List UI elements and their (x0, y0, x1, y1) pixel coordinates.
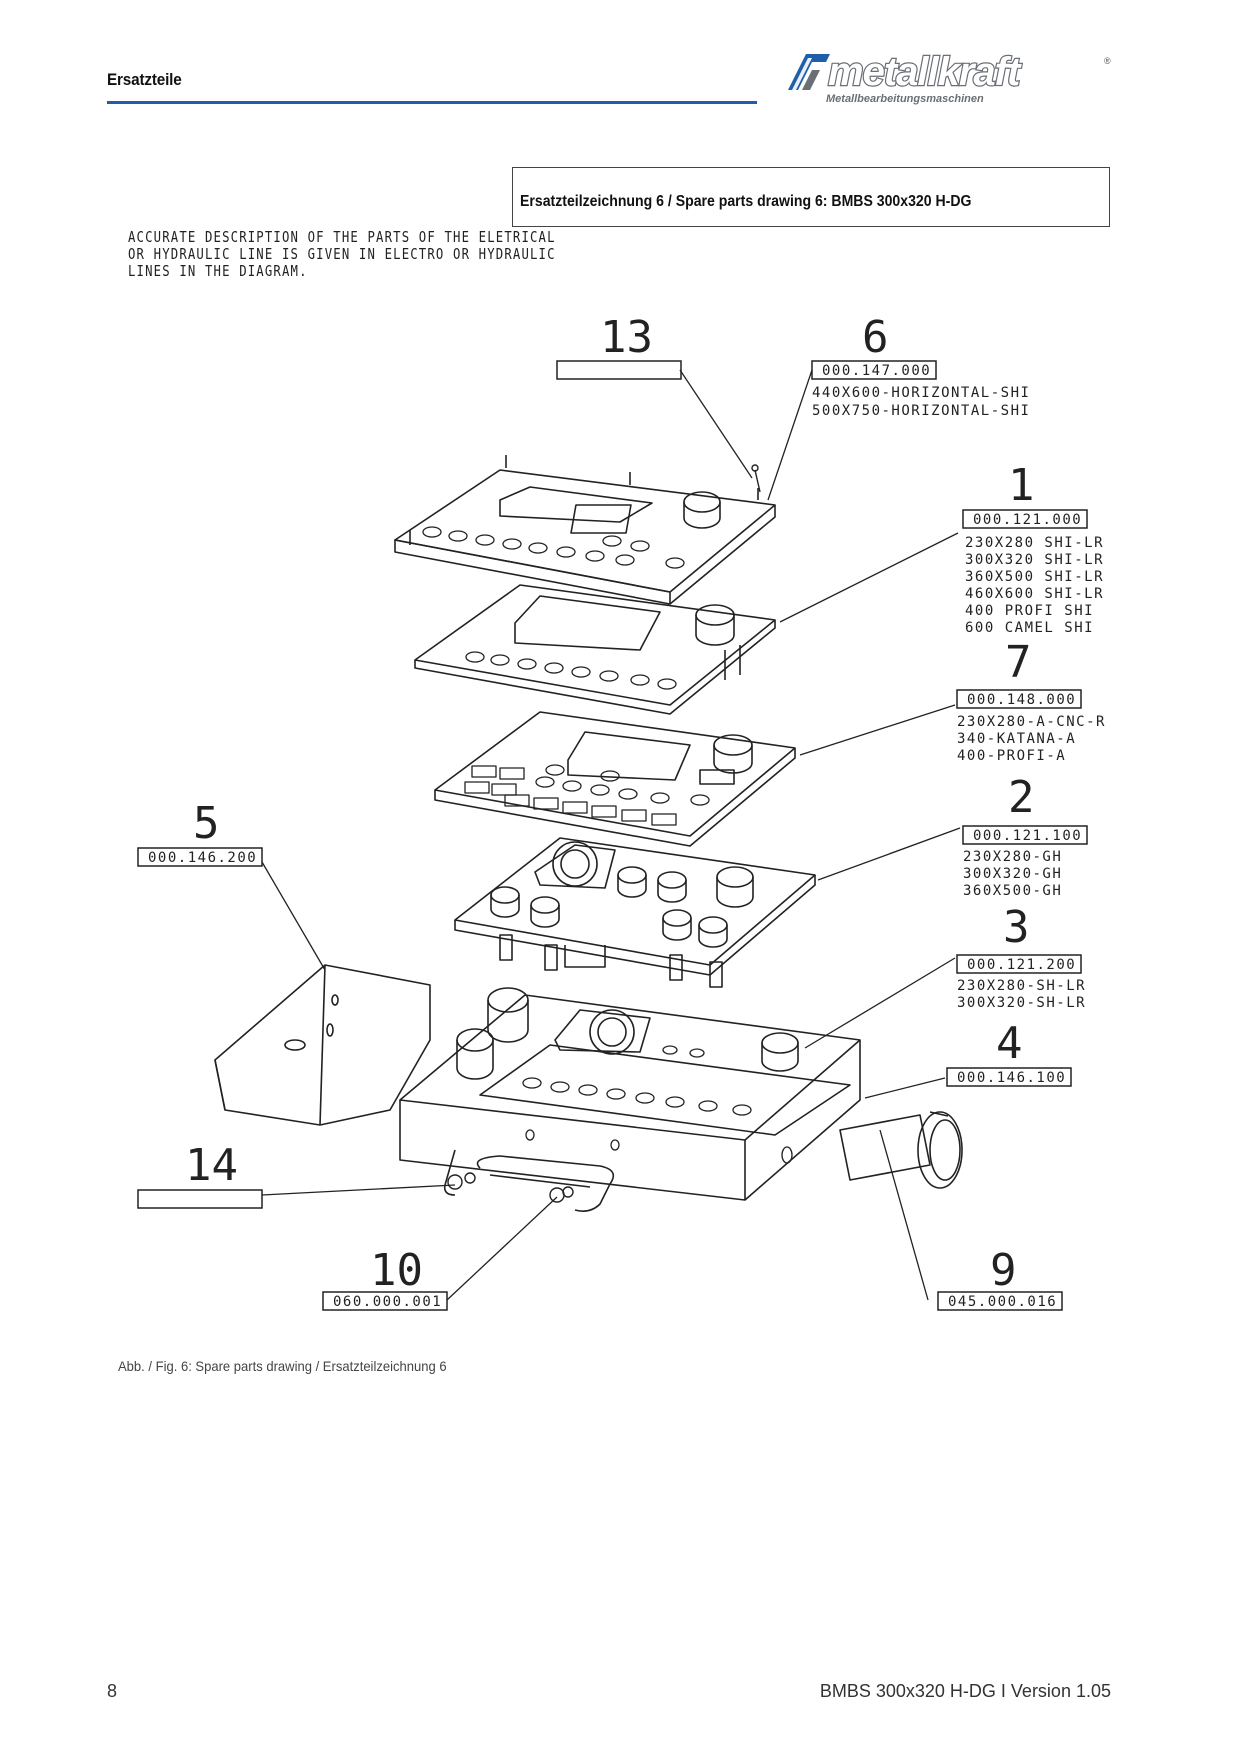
part-fasteners (447, 1172, 574, 1203)
part-housing (399, 987, 861, 1212)
callout-number-6: 6 (862, 312, 889, 363)
section-title: Ersatzteile (107, 70, 182, 89)
logo-wordmark: metallkraft (827, 49, 1022, 95)
part-motor (839, 1111, 963, 1189)
part-number-4: 000.146.100 (957, 1070, 1066, 1086)
logo-tagline: Metallbearbeitungsmaschinen (826, 93, 984, 105)
callout-number-4: 4 (996, 1018, 1023, 1069)
variant-text: 300X320-GH (963, 866, 1062, 882)
variant-text: 300X320-SH-LR (957, 995, 1086, 1011)
callout-number-3: 3 (1003, 902, 1030, 953)
variant-text: 400-PROFI-A (957, 748, 1066, 764)
callout-number-5: 5 (193, 798, 220, 849)
variant-text: 230X280 SHI-LR (965, 535, 1104, 551)
part-panel-7 (434, 711, 796, 847)
variant-text: 600 CAMEL SHI (965, 620, 1094, 636)
variant-text: 230X280-GH (963, 849, 1062, 865)
part-number-2: 000.121.100 (973, 828, 1082, 844)
part-box-10 (322, 1291, 448, 1311)
part-box-9 (937, 1291, 1063, 1311)
variant-text: 440X600-HORIZONTAL-SHI (812, 385, 1030, 401)
callout-number-1: 1 (1008, 460, 1035, 511)
part-number-7: 000.148.000 (967, 692, 1076, 708)
callout-number-7: 7 (1005, 637, 1032, 688)
drawing-title-box: Ersatzteilzeichnung 6 / Spare parts draw… (512, 167, 1110, 227)
page-number: 8 (107, 1681, 118, 1701)
drawing-note-line: LINES IN THE DIAGRAM. (128, 262, 308, 280)
part-number-1: 000.121.000 (973, 512, 1082, 528)
part-box-1 (962, 509, 1088, 529)
part-panel-2 (454, 837, 816, 988)
part-box-3 (956, 954, 1082, 974)
callout-number-13: 13 (600, 312, 653, 363)
callout-number-14: 14 (185, 1140, 238, 1191)
part-side-cover (214, 964, 431, 1126)
header-rule (107, 101, 757, 104)
logo-registered-mark: ® (1104, 56, 1111, 66)
drawing-note-line: OR HYDRAULIC LINE IS GIVEN IN ELECTRO OR… (128, 245, 556, 263)
metallkraft-logo: metallkraft ® Metallbearbeitungsmaschine… (786, 49, 1112, 110)
variant-text: 230X280-SH-LR (957, 978, 1086, 994)
part-box-7 (956, 689, 1082, 709)
variant-text: 340-KATANA-A (957, 731, 1076, 747)
callout-number-2: 2 (1008, 772, 1035, 823)
part-number-3: 000.121.200 (967, 957, 1076, 973)
part-number-6: 000.147.000 (822, 363, 931, 379)
part-box-13 (556, 360, 682, 380)
logo-mark-icon (788, 54, 830, 90)
document-version: BMBS 300x320 H-DG I Version 1.05 (819, 1681, 1111, 1701)
part-number-5: 000.146.200 (148, 850, 257, 866)
drawing-title: Ersatzteilzeichnung 6 / Spare parts draw… (520, 193, 972, 210)
part-number-9: 045.000.016 (948, 1294, 1057, 1310)
variant-text: 230X280-A-CNC-R (957, 714, 1106, 730)
drawing-note-line: ACCURATE DESCRIPTION OF THE PARTS OF THE… (128, 228, 556, 246)
part-number-10: 060.000.001 (333, 1294, 442, 1310)
callout-number-9: 9 (990, 1245, 1017, 1296)
part-box-2 (962, 825, 1088, 845)
variant-text: 500X750-HORIZONTAL-SHI (812, 403, 1030, 419)
variant-text: 300X320 SHI-LR (965, 552, 1104, 568)
part-box-4 (946, 1067, 1072, 1087)
variant-text: 360X500 SHI-LR (965, 569, 1104, 585)
part-cover-panel (394, 455, 776, 605)
callout-number-10: 10 (370, 1245, 423, 1296)
variant-text: 460X600 SHI-LR (965, 586, 1104, 602)
part-panel-1 (414, 584, 776, 715)
variant-text: 400 PROFI SHI (965, 603, 1094, 619)
part-box-6 (811, 360, 937, 380)
part-box-14 (137, 1189, 263, 1209)
figure-caption: Abb. / Fig. 6: Spare parts drawing / Ers… (118, 1358, 447, 1374)
variant-text: 360X500-GH (963, 883, 1062, 899)
part-box-5 (137, 847, 263, 867)
